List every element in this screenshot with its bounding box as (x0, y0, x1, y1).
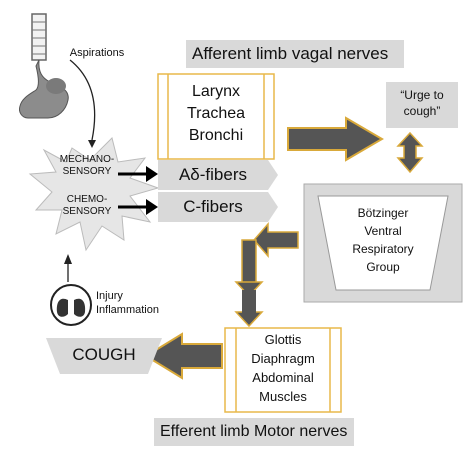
lungs-icon (50, 284, 92, 326)
inflammation-label: Inflammation (96, 304, 159, 316)
urge-line1: “Urge to (400, 88, 444, 102)
c-fiber-band (158, 192, 278, 222)
organ-bronchi: Bronchi (188, 127, 244, 144)
aspirations-label: Aspirations (69, 47, 125, 59)
aspiration-arrow (69, 59, 96, 141)
mechano-label-line1: MECHANO- (59, 154, 115, 165)
muscle-abdominal: Abdominal (252, 370, 314, 385)
chemo-to-c-arrow (118, 199, 158, 215)
adelta-fiber-band (158, 160, 278, 190)
urge-center-double-arrow (396, 131, 424, 174)
chemo-label-line2: SENSORY (62, 206, 112, 217)
organ-larynx: Larynx (191, 83, 241, 100)
afferent-organ-box (157, 73, 275, 160)
cough-output-shape (46, 338, 162, 374)
injury-up-arrow (64, 254, 72, 282)
urge-to-cough-box (386, 82, 458, 128)
mechano-to-adelta-arrow (118, 166, 158, 182)
efferent-title: Efferent limb Motor nerves (160, 423, 348, 440)
adelta-fiber-label: Aδ-fibers (178, 165, 248, 184)
efferent-muscle-box (224, 327, 342, 413)
c-fiber-label: C-fibers (183, 197, 243, 216)
brainstem-center-trapezoid (317, 195, 449, 291)
muscle-muscles: Muscles (259, 389, 307, 404)
efferent-title-band (154, 418, 354, 446)
cough-label: COUGH (72, 345, 136, 364)
afferent-title: Afferent limb vagal nerves (192, 44, 389, 63)
aspiration-arrowhead (88, 140, 96, 148)
center-line-respiratory: Respiratory (352, 242, 414, 256)
afferent-to-urge-arrow (287, 116, 384, 162)
urge-line2: cough” (403, 104, 441, 118)
center-line-group: Group (366, 260, 400, 274)
center-to-muscles-arrow (234, 222, 299, 328)
afferent-title-band (186, 40, 404, 68)
chemo-label-line1: CHEMO- (66, 194, 108, 205)
receptor-starburst (28, 137, 160, 252)
muscle-glottis: Glottis (264, 332, 302, 347)
center-line-ventral: Ventral (364, 224, 402, 238)
organ-trachea: Trachea (186, 105, 246, 122)
mechano-label-line2: SENSORY (62, 166, 112, 177)
muscles-to-cough-arrow (144, 332, 223, 380)
injury-label: Injury (96, 290, 123, 302)
muscle-diaphragm: Diaphragm (251, 351, 315, 366)
center-line-botzinger: Bötzinger (357, 206, 409, 220)
aspiration-person-icon (19, 13, 69, 119)
